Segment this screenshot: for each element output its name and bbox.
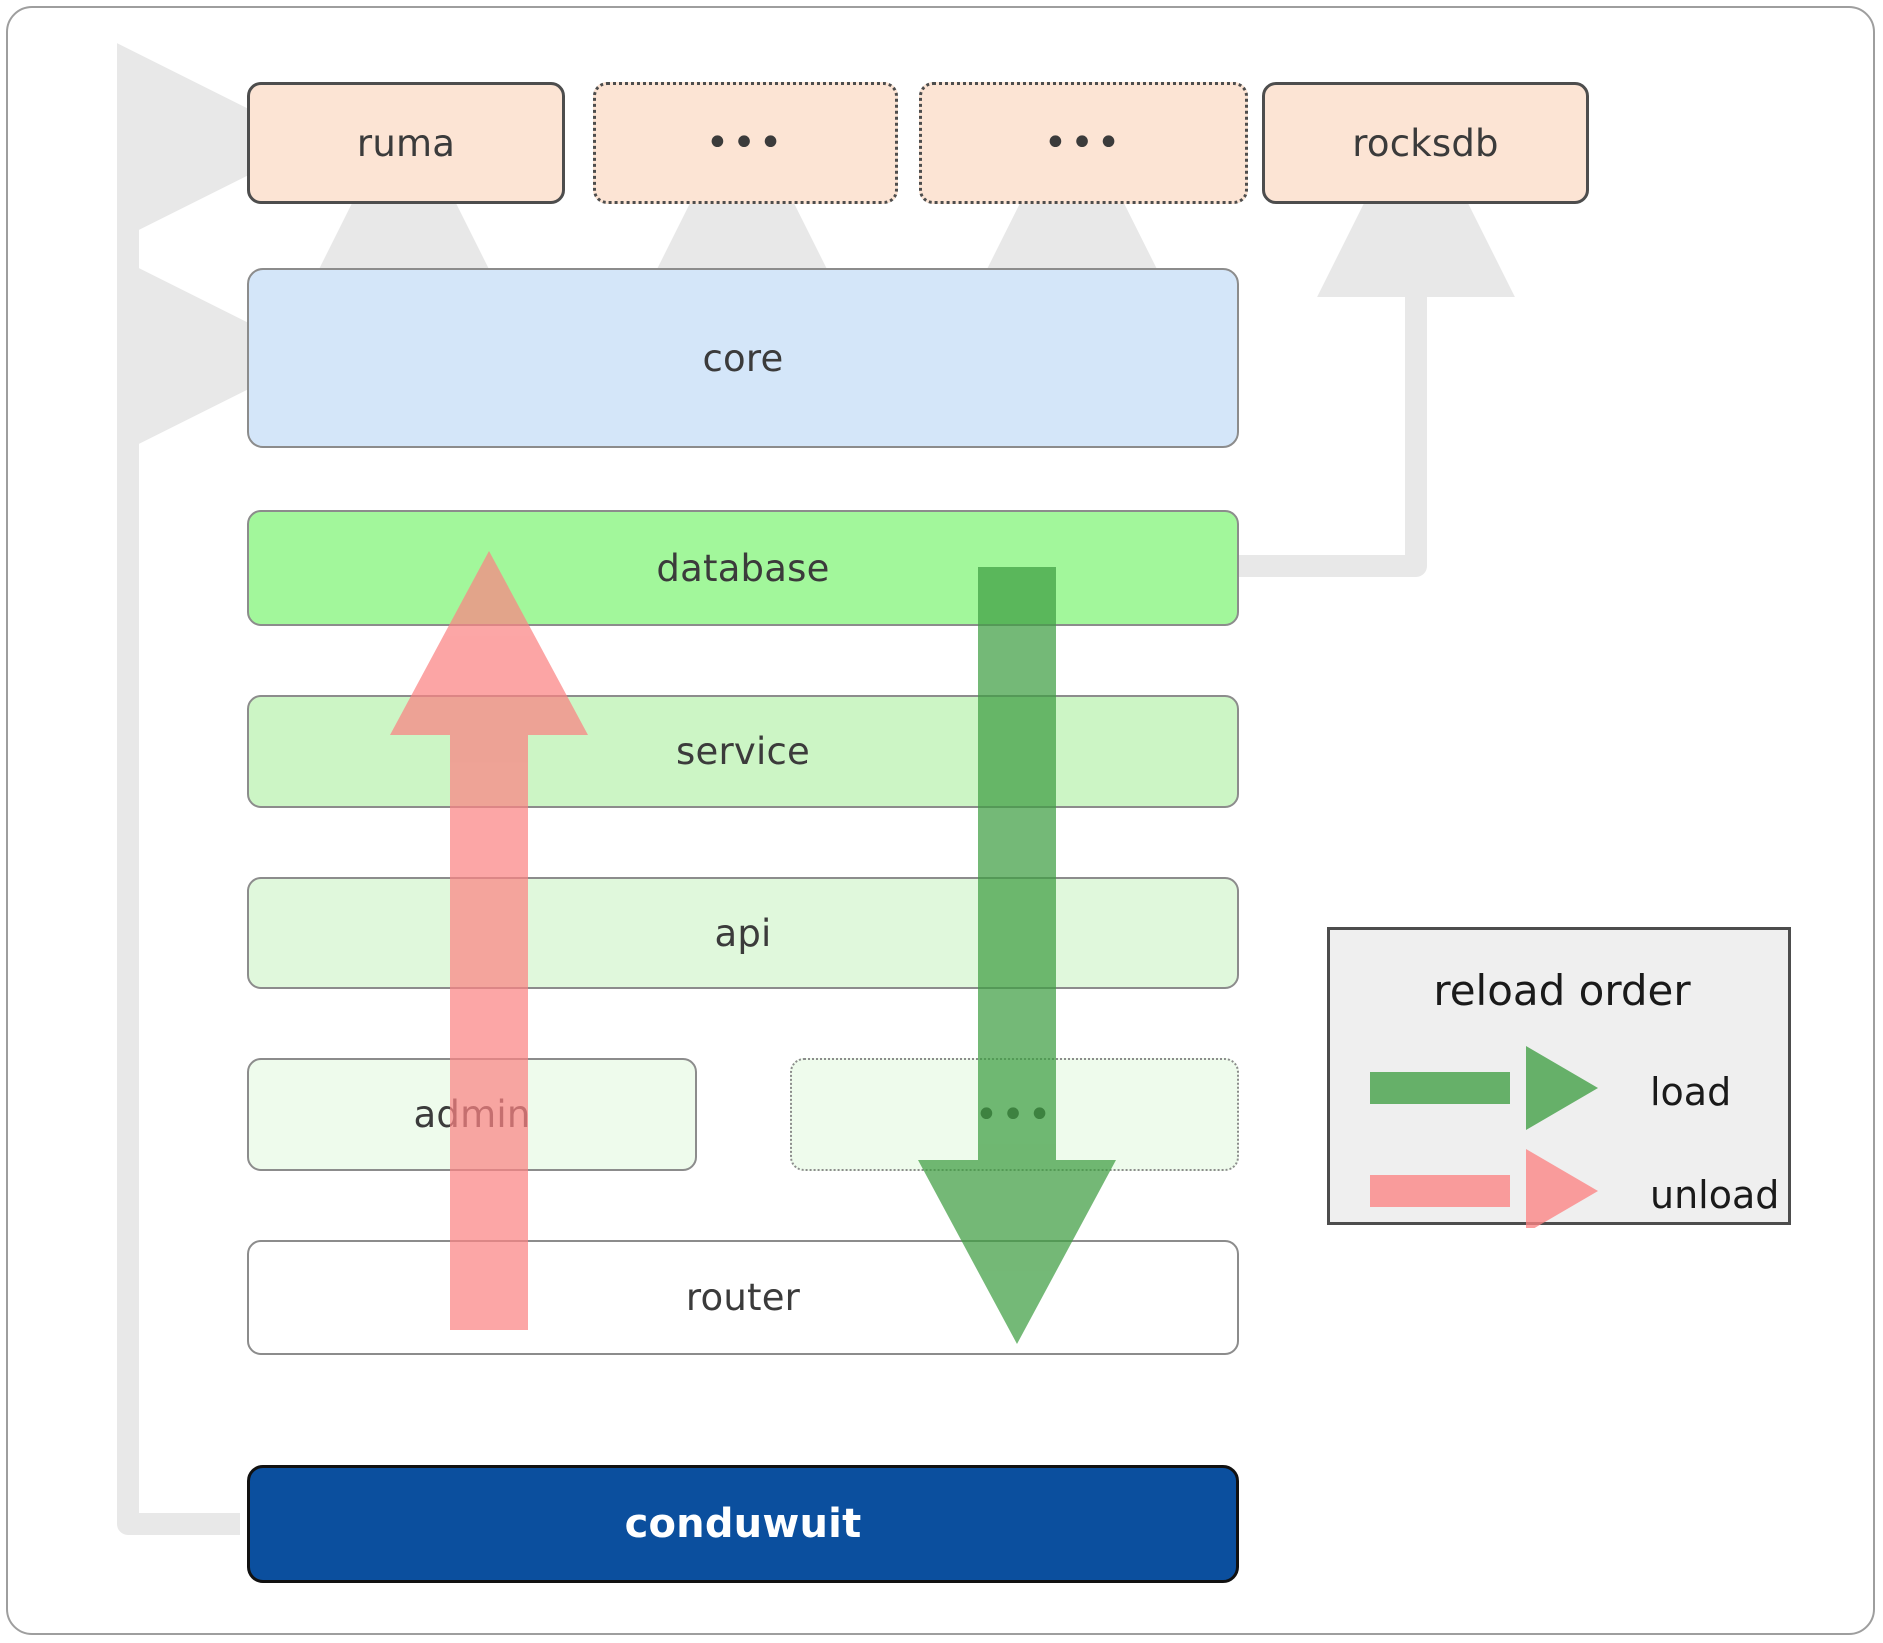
legend-unload-arrow-icon [1370,1149,1598,1228]
legend-title: reload order [1433,966,1691,1015]
unload-arrow [390,551,588,1330]
node-router-label: router [685,1276,801,1319]
legend-label-unload: unload [1650,1173,1780,1217]
node-core-label: core [702,336,784,380]
node-conduwuit[interactable]: conduwuit [247,1465,1239,1583]
legend-load-arrow-icon [1370,1046,1598,1130]
node-service-label: service [676,730,810,773]
node-database-label: database [656,546,830,590]
node-api[interactable]: api [247,877,1239,989]
connector-conduwuit-to-ruma [116,43,315,1535]
legend-label-load: load [1650,1070,1732,1114]
legend-panel: reload order load unload [1327,927,1791,1228]
node-api-label: api [714,911,772,955]
legend-arrows [1370,1046,1598,1228]
node-router[interactable]: router [247,1240,1239,1355]
load-arrow [918,567,1116,1344]
node-core[interactable]: core [247,268,1239,448]
connector-database-to-rocksdb [1232,99,1515,577]
node-database[interactable]: database [247,510,1239,626]
node-conduwuit-label: conduwuit [624,1501,862,1547]
